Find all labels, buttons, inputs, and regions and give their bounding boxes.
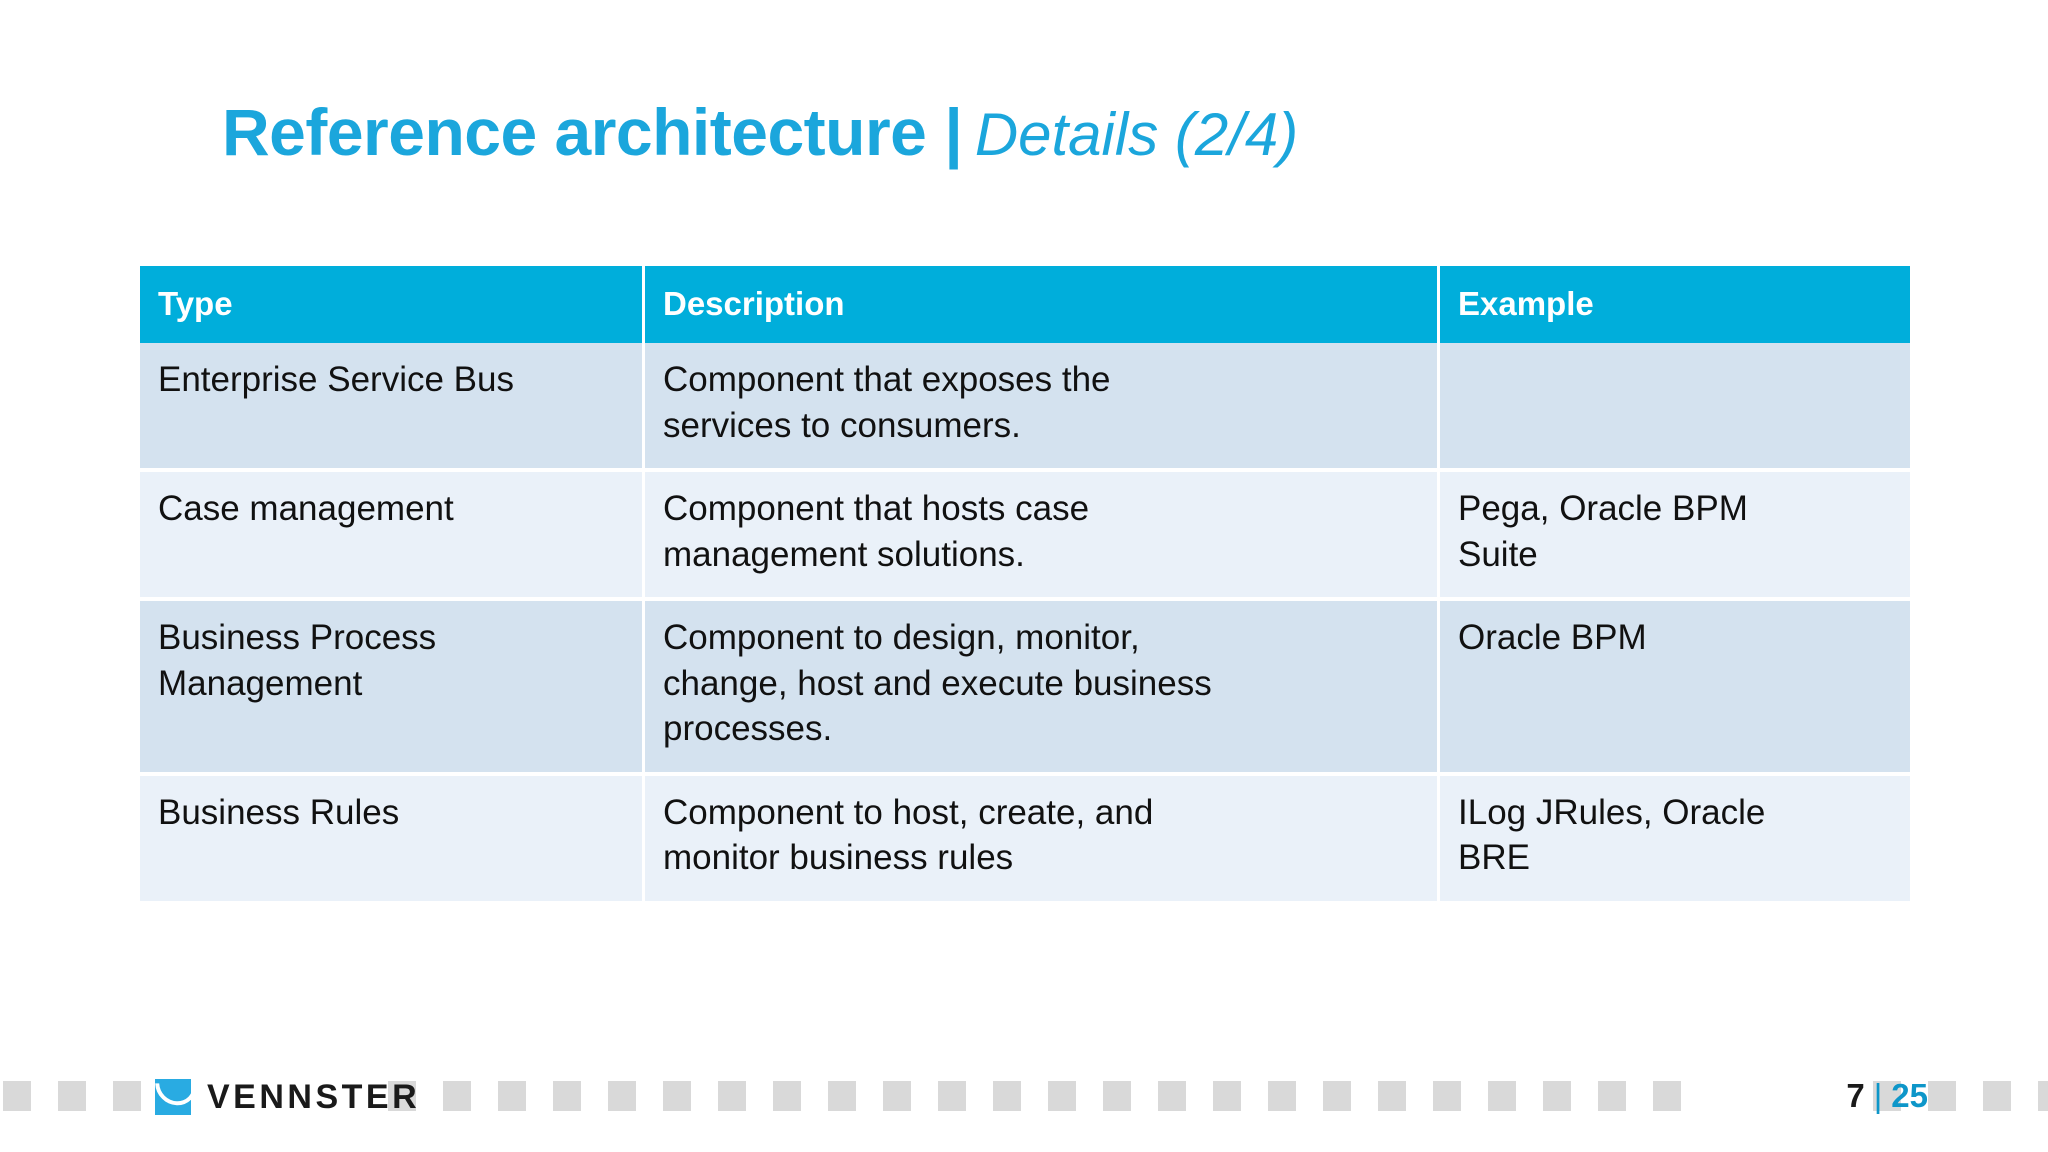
footer-square	[1213, 1081, 1241, 1111]
footer-square	[1268, 1081, 1296, 1111]
footer-square	[553, 1081, 581, 1111]
page-number-separator: |	[1873, 1077, 1883, 1114]
footer-square	[883, 1081, 911, 1111]
footer-square	[1103, 1081, 1131, 1111]
page-number-total: 25	[1891, 1077, 1928, 1114]
details-table-container: Type Description Example Enterprise Serv…	[140, 266, 1910, 901]
cell-description: Component that exposes the services to c…	[645, 343, 1440, 472]
footer-square-pattern	[0, 1081, 2048, 1111]
footer-square	[993, 1081, 1021, 1111]
page-title: Reference architecture|Details (2/4)	[222, 96, 1298, 169]
cell-example-line: BRE	[1458, 838, 1530, 877]
cell-description-line: Component to design, monitor,	[663, 618, 1140, 657]
cell-description-line: monitor business rules	[663, 838, 1014, 877]
footer-square	[3, 1081, 31, 1111]
cell-example: ILog JRules, Oracle BRE	[1440, 775, 1910, 901]
cell-description-line: Component that exposes the	[663, 360, 1111, 399]
cell-example-line: Suite	[1458, 534, 1538, 574]
crescent-arc-shape	[155, 1079, 191, 1114]
page-number: 7|25	[1846, 1078, 1928, 1114]
vennster-logo: VENNSTER	[155, 1079, 420, 1115]
cell-type: Enterprise Service Bus	[140, 343, 645, 472]
footer-square	[443, 1081, 471, 1111]
column-header-type: Type	[140, 266, 645, 343]
footer-square	[1873, 1081, 1901, 1111]
footer-square	[773, 1081, 801, 1111]
cell-type: Case management	[140, 472, 645, 601]
footer-square	[1598, 1081, 1626, 1111]
table-header: Type Description Example	[140, 266, 1910, 343]
footer-square	[663, 1081, 691, 1111]
cell-description: Component to design, monitor, change, ho…	[645, 601, 1440, 776]
footer-square	[1653, 1081, 1681, 1111]
cell-description-line: Component that hosts case	[663, 489, 1090, 528]
title-separator: |	[944, 95, 963, 169]
footer-square	[1048, 1081, 1076, 1111]
slide-footer: VENNSTER 7|25	[0, 1062, 2048, 1152]
footer-square	[1433, 1081, 1461, 1111]
details-table: Type Description Example Enterprise Serv…	[140, 266, 1910, 901]
page-number-current: 7	[1846, 1077, 1865, 1114]
vennster-logo-icon	[155, 1079, 191, 1115]
title-subtitle-text: Details (2/4)	[974, 101, 1299, 168]
footer-square	[1488, 1081, 1516, 1111]
table-row: Business Process Management Component to…	[140, 601, 1910, 776]
cell-example	[1440, 343, 1910, 472]
footer-square	[1378, 1081, 1406, 1111]
cell-description-line: change, host and execute business	[663, 663, 1212, 703]
cell-description: Component that hosts case management sol…	[645, 472, 1440, 601]
footer-square	[58, 1081, 86, 1111]
footer-square	[113, 1081, 141, 1111]
footer-square	[1158, 1081, 1186, 1111]
footer-square	[608, 1081, 636, 1111]
table-header-row: Type Description Example	[140, 266, 1910, 343]
cell-example: Oracle BPM	[1440, 601, 1910, 776]
cell-description-line: management solutions.	[663, 534, 1025, 574]
footer-square	[1983, 1081, 2011, 1111]
title-main-text: Reference architecture	[222, 95, 927, 169]
footer-square	[498, 1081, 526, 1111]
vennster-logo-text: VENNSTER	[207, 1078, 421, 1116]
footer-square	[1543, 1081, 1571, 1111]
cell-example-line: Oracle BPM	[1458, 618, 1647, 657]
footer-square	[718, 1081, 746, 1111]
cell-description-line: processes.	[663, 709, 833, 748]
cell-description-line: services to consumers.	[663, 405, 1021, 445]
footer-square	[938, 1081, 966, 1111]
column-header-example: Example	[1440, 266, 1910, 343]
footer-square	[1323, 1081, 1351, 1111]
cell-example-line: Pega, Oracle BPM	[1458, 489, 1748, 528]
table-body: Enterprise Service Bus Component that ex…	[140, 343, 1910, 901]
cell-description-line: Component to host, create, and	[663, 792, 1154, 832]
footer-square	[828, 1081, 856, 1111]
column-header-description: Description	[645, 266, 1440, 343]
cell-type: Business Rules	[140, 775, 645, 901]
cell-example: Pega, Oracle BPM Suite	[1440, 472, 1910, 601]
footer-square	[388, 1081, 416, 1111]
cell-type: Business Process Management	[140, 601, 645, 776]
footer-square	[2038, 1081, 2048, 1111]
table-row: Case management Component that hosts cas…	[140, 472, 1910, 601]
table-row: Business Rules Component to host, create…	[140, 775, 1910, 901]
footer-square	[1928, 1081, 1956, 1111]
table-row: Enterprise Service Bus Component that ex…	[140, 343, 1910, 472]
cell-example-line: ILog JRules, Oracle	[1458, 792, 1766, 832]
cell-description: Component to host, create, and monitor b…	[645, 775, 1440, 901]
